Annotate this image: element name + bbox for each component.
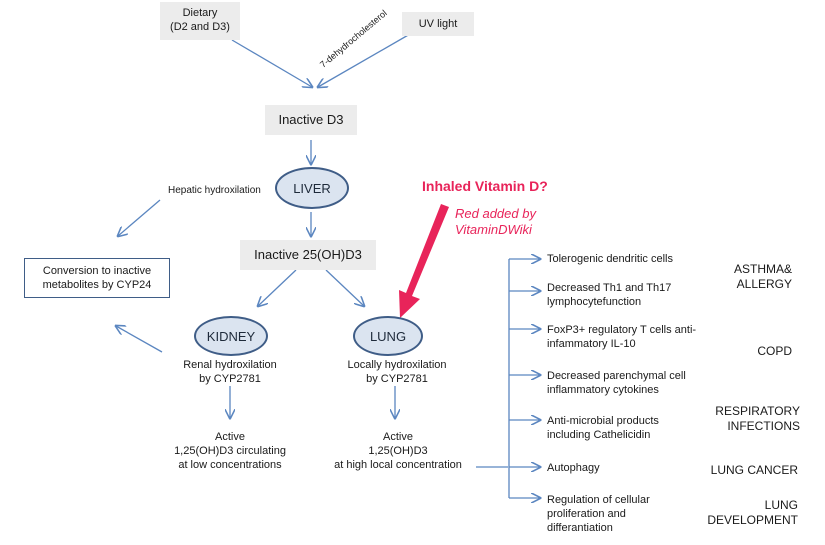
arrow-renal-to-conversion: [116, 326, 163, 353]
local-label: Locally hydroxilation by CYP2781: [347, 359, 447, 385]
disease-label: LUNG DEVELOPMENT: [707, 498, 798, 527]
active-kidney-label: Active 1,25(OH)D3 circulating at low con…: [174, 431, 286, 471]
lung-node: LUNG: [353, 316, 423, 356]
inhaled-vitamin-d-title: Inhaled Vitamin D?: [422, 178, 548, 194]
inactive-d3-box: Inactive D3: [265, 105, 357, 135]
arrow-25-to-lung: [325, 269, 364, 306]
effect-item: Tolerogenic dendritic cells: [547, 253, 673, 265]
disease-label: ASTHMA& ALLERGY: [733, 262, 792, 291]
effect-item: Autophagy: [547, 462, 600, 474]
arrow-uv-to-d3: [318, 33, 411, 87]
kidney-node: KIDNEY: [194, 316, 268, 356]
arrow-dietary-to-d3: [231, 39, 312, 87]
liver-node: LIVER: [275, 167, 349, 209]
active-lung-label: Active 1,25(OH)D3 at high local concentr…: [334, 431, 462, 471]
arrow-hepatic-to-conversion: [118, 199, 161, 236]
renal-label: Renal hydroxilation by CYP2781: [183, 359, 277, 385]
effect-item: FoxP3+ regulatory T cells anti- infammat…: [547, 324, 697, 350]
disease-label: LUNG CANCER: [710, 463, 798, 477]
inactive-25-box: Inactive 25(OH)D3: [240, 240, 376, 270]
hepatic-label: Hepatic hydroxilation: [168, 185, 261, 196]
arrow-25-to-kidney: [258, 269, 297, 306]
effect-item: Regulation of cellular proliferation and…: [547, 494, 650, 534]
annotation-note: Red added by VitaminDWiki: [455, 206, 536, 237]
uv-light-box: UV light: [402, 12, 474, 36]
effect-item: Anti-microbial products including Cathel…: [547, 415, 659, 441]
dietary-box: Dietary (D2 and D3): [160, 2, 240, 40]
effect-item: Decreased Th1 and Th17 lymphocytefunctio…: [547, 282, 672, 308]
red-annotation-arrow: [399, 204, 449, 318]
effect-item: Decreased parenchymal cell inflammatory …: [547, 370, 686, 396]
disease-label: RESPIRATORY INFECTIONS: [715, 404, 800, 433]
disease-label: COPD: [757, 344, 792, 358]
conversion-box: Conversion to inactive metabolites by CY…: [24, 258, 170, 298]
